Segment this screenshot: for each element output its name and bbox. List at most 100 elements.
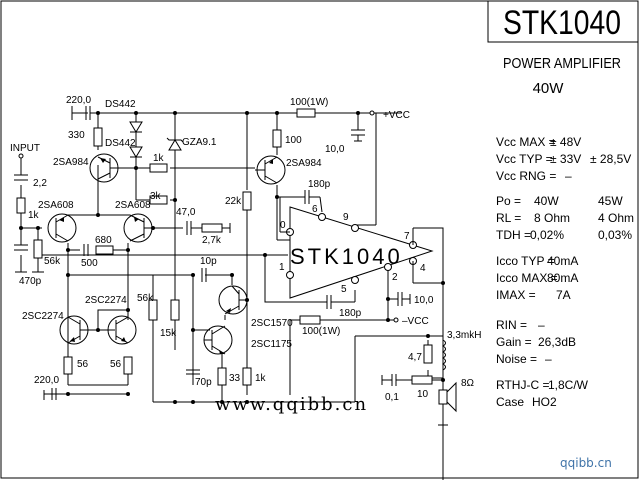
label-10-bottom: 10,0 [414, 295, 434, 306]
spec-vcc-typ-label: Vcc TYP = [496, 152, 553, 166]
label-c-220-bottom: 220,0 [34, 375, 59, 386]
label-zener: GZA9.1 [182, 137, 217, 148]
pin-label-2: 2 [392, 272, 398, 283]
watermark-corner: qqibb.cn [560, 456, 612, 470]
label-input: INPUT [10, 143, 40, 154]
pin-label-5: 5 [341, 284, 347, 295]
spec-vcc-typ-value2: ± 28,5V [590, 152, 631, 166]
pin-label-7: 7 [404, 231, 410, 242]
label-56-left: 56 [77, 359, 89, 370]
resistor-1k-top [149, 163, 168, 173]
label-56-right: 56 [110, 359, 122, 370]
ic-pin-1 [286, 271, 294, 279]
resistor-56k [148, 299, 158, 321]
capacitor-0-1 [381, 374, 412, 386]
spec-tdh-value2: 0,03% [598, 228, 632, 242]
label-2sa608-right: 2SA608 [115, 200, 151, 211]
resistor-56-right [123, 356, 133, 375]
spec-vcc-max-label: Vcc MAX = [496, 135, 556, 149]
spec-case-label: Case [496, 395, 524, 409]
resistor-15k [170, 299, 180, 321]
ic-pin-6 [318, 213, 326, 221]
diode-ds442-a [129, 121, 143, 133]
capacitor-70p [186, 369, 200, 375]
resistor-1k-input [16, 197, 26, 214]
resistor-4-7 [423, 344, 433, 364]
pin-label-1: 1 [279, 262, 285, 273]
label-2sa984-left: 2SA984 [53, 157, 89, 168]
label-10-top: 10,0 [325, 144, 345, 155]
component-labels: 220,0 DS442 330 DS442 2SA984 GZA9.1 1k 3… [10, 95, 481, 403]
speaker-icon [438, 381, 457, 413]
label-70p: 70p [195, 377, 212, 388]
spec-case-value: HO2 [532, 395, 557, 409]
label-180p-bottom: 180p [339, 308, 362, 319]
label-2sc1175: 2SC1175 [251, 339, 292, 350]
resistor-100-1w-bottom [299, 315, 321, 325]
transistor-2sc1175 [203, 325, 233, 355]
spec-noise-label: Noise = [496, 352, 537, 366]
resistor-100-1w-top [296, 108, 316, 118]
resistor-33 [217, 367, 227, 386]
zener-diode [166, 137, 184, 151]
pin-label-9: 9 [343, 212, 349, 223]
label-ds442-b: DS442 [105, 138, 136, 149]
label-4-7: 4,7 [408, 352, 422, 363]
spec-icco-max-value: 80mA [547, 271, 578, 285]
capacitor-180p-top [304, 190, 320, 204]
components: STK1040 0 1 2 4 5 6 7 9 [14, 106, 457, 426]
transistor-2sc1570 [218, 285, 248, 315]
label-2sc2274-left: 2SC2274 [22, 311, 64, 322]
capacitor-220-top [71, 106, 98, 120]
ic-pin-9 [351, 224, 359, 232]
description: POWER AMPLIFIER [503, 55, 621, 72]
label-ds442-a: DS442 [105, 99, 136, 110]
label-100: 100 [285, 135, 302, 146]
resistor-2-7k [201, 223, 223, 233]
capacitor-10-top [351, 120, 365, 142]
part-number: STK1040 [503, 4, 621, 42]
label-100-1w-bottom: 100(1W) [302, 326, 340, 337]
label-500: 500 [81, 258, 98, 269]
spec-rl-value2: 4 Ohm [598, 211, 634, 225]
label-47: 47,0 [176, 207, 196, 218]
resistor-10 [411, 375, 433, 385]
transistor-2sc2274-right [107, 315, 137, 345]
pin-label-4: 4 [420, 263, 426, 274]
capacitor-10p [201, 268, 207, 282]
transistor-2sa608-left [47, 213, 77, 243]
spec-icco-typ-value: 40mA [547, 254, 578, 268]
capacitor-10-bottom [397, 292, 411, 306]
capacitor-2-2 [14, 153, 28, 181]
label-56k-input: 56k [44, 256, 61, 267]
label-3k: 3k [150, 191, 162, 202]
capacitor-220-bottom [43, 388, 57, 400]
diode-ds442-b [129, 146, 143, 158]
spec-imax-value: 7A [556, 288, 571, 302]
label-33: 33 [229, 373, 241, 384]
label-1k-input: 1k [28, 210, 40, 221]
spec-rin-label: RIN = [496, 318, 527, 332]
transistor-2sa608-right [123, 213, 153, 243]
label-2sc2274-right: 2SC2274 [85, 295, 127, 306]
spec-po-value2: 45W [598, 194, 623, 208]
spec-icco-max-label: Icco MAX = [496, 271, 558, 285]
label-2sa608-left: 2SA608 [38, 200, 74, 211]
label-2-2: 2,2 [33, 178, 47, 189]
transistor-2sa984-right [255, 155, 286, 185]
wiring [20, 112, 444, 480]
label-speaker: 8Ω [461, 378, 475, 389]
specs-table: Vcc MAX = ± 48V Vcc TYP = ± 33V ± 28,5V … [496, 135, 634, 409]
label-vcc-pos: +VCC [383, 110, 410, 121]
label-22k: 22k [225, 196, 242, 207]
spec-vcc-rng-value: – [565, 169, 572, 183]
label-330: 330 [68, 130, 85, 141]
label-2sc1570: 2SC1570 [251, 318, 293, 329]
inductor-3-3 [442, 339, 446, 371]
ic-label: STK1040 [290, 244, 403, 269]
spec-gain-label: Gain = [496, 335, 532, 349]
spec-po-label: Po = [496, 194, 521, 208]
pin-label-0: 0 [280, 220, 286, 231]
